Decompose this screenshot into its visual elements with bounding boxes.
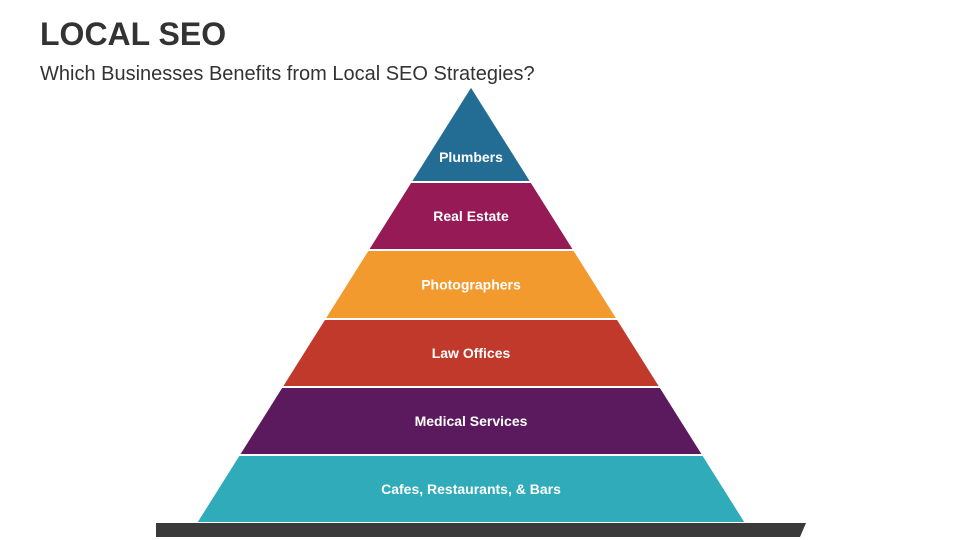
pyramid-tier-label: Photographers [421,277,521,293]
pyramid-tier-label: Law Offices [432,345,511,361]
pyramid-tier-label: Medical Services [415,413,528,429]
slide-subtitle: Which Businesses Benefits from Local SEO… [40,63,535,85]
pyramid-tier-plumbers [409,85,533,183]
pyramid-tier-label: Cafes, Restaurants, & Bars [381,481,561,497]
slide-title: LOCAL SEO [40,16,227,52]
pyramid-tier-label: Plumbers [439,149,503,165]
pyramid-base [156,523,806,537]
pyramid-tier-label: Real Estate [433,208,509,224]
